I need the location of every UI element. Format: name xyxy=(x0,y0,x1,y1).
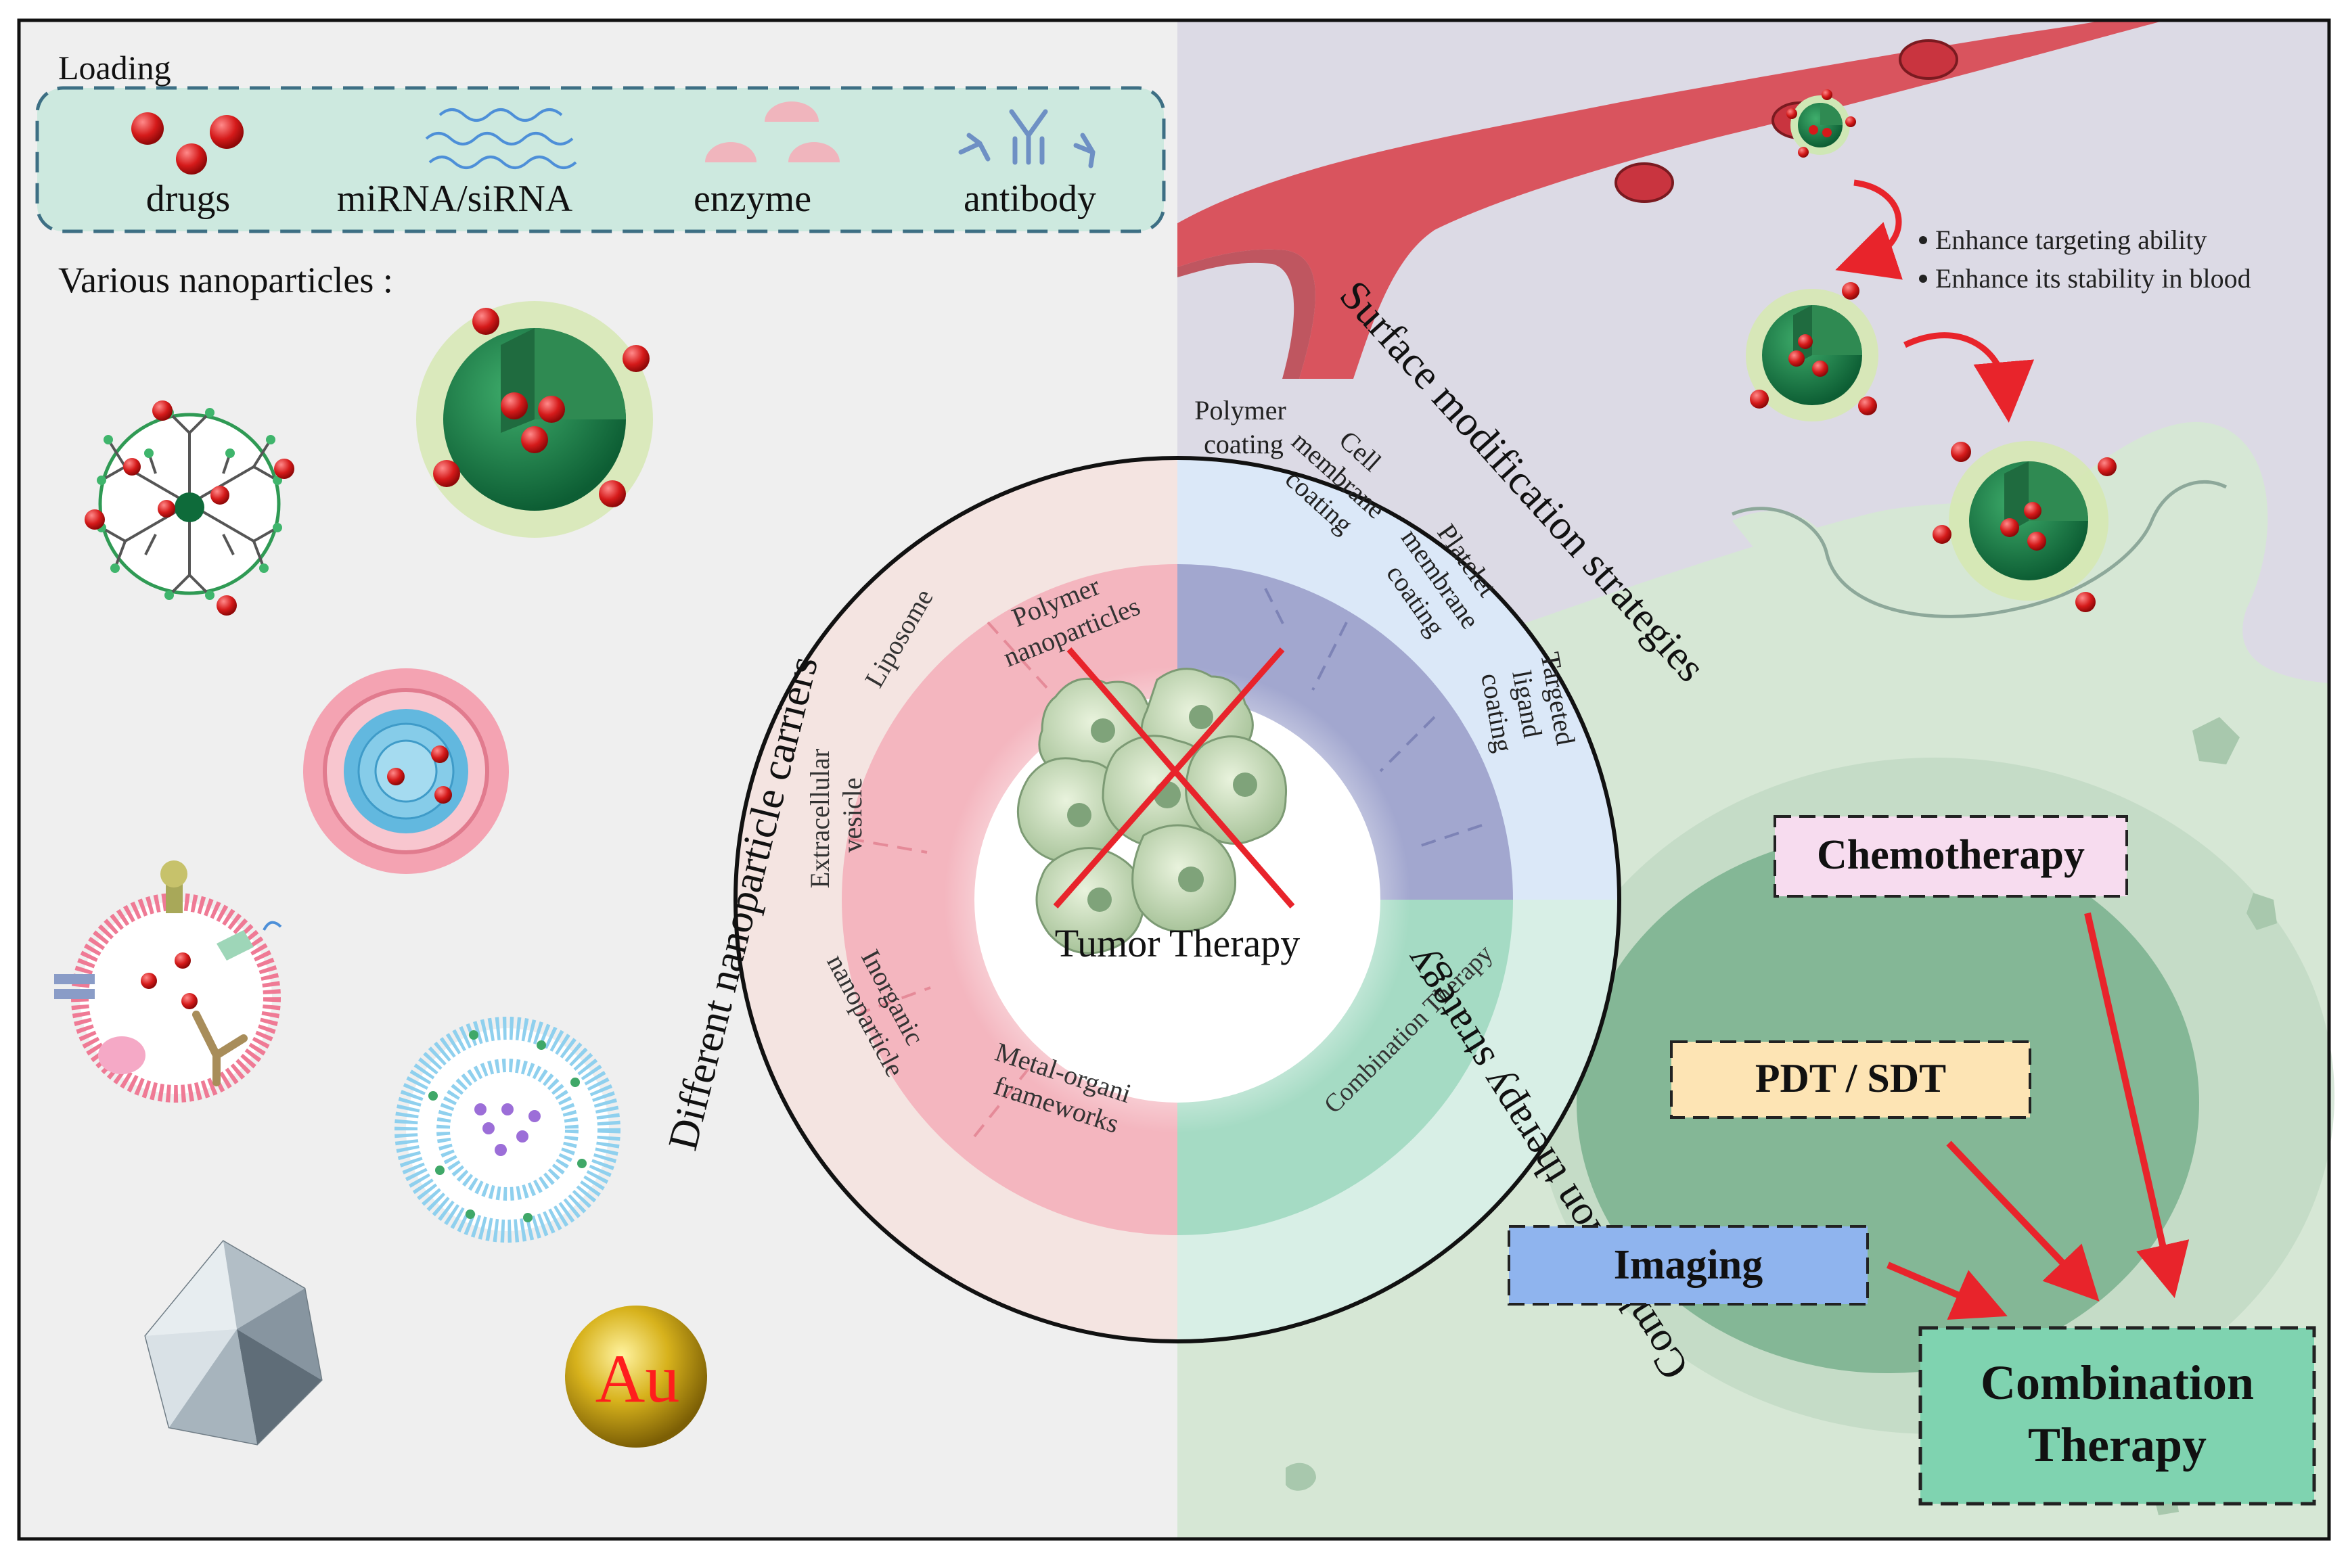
organelle xyxy=(2247,893,2277,930)
red-blood-cell xyxy=(1615,162,1674,203)
dendrimer-nanoparticle xyxy=(85,400,294,616)
pdt-box xyxy=(1670,1040,2031,1119)
arrow-icon xyxy=(1887,1262,2008,1320)
tissue-outline xyxy=(1732,480,2228,618)
tumor-cells-icon xyxy=(1016,668,1288,954)
gold-nanoparticle xyxy=(565,1306,707,1448)
organelle xyxy=(1286,1462,1316,1491)
chemotherapy-label: Chemotherapy xyxy=(1817,832,2085,878)
rna-wave-icon xyxy=(425,108,577,169)
chemotherapy-box xyxy=(1774,815,2128,898)
arrow-icon xyxy=(2084,912,2190,1299)
arrow-icon xyxy=(1903,332,2035,423)
gold-symbol: Au xyxy=(595,1341,680,1417)
combination-therapy-label-line2: Therapy xyxy=(2028,1418,2207,1472)
loading-label-drugs: drugs xyxy=(146,178,230,220)
surface-polymer-label: Polymer coating xyxy=(1194,395,1293,459)
targeting-nanoparticle xyxy=(1933,441,2117,612)
micelle-nanoparticle xyxy=(394,1017,620,1243)
note-targeting: Enhance targeting ability xyxy=(1935,225,2207,255)
polymer-nanoparticle xyxy=(416,301,653,538)
pdt-label: PDT / SDT xyxy=(1755,1056,1946,1101)
imaging-label: Imaging xyxy=(1614,1242,1763,1288)
nanoparticles-title: Various nanoparticles : xyxy=(58,260,393,300)
circulating-nanoparticle xyxy=(1746,282,1878,421)
cross-icon xyxy=(1053,647,1285,908)
loading-label-enzyme: enzyme xyxy=(694,178,811,220)
organelle xyxy=(2192,717,2240,764)
extracellular-vesicle xyxy=(54,860,282,1103)
figure-frame xyxy=(17,18,2331,1541)
bullet-icon xyxy=(1919,236,1927,244)
antibody-icon xyxy=(958,109,1096,168)
blood-vessel xyxy=(1177,20,2165,379)
carrier-vesicle-label: Extracellular vesicle xyxy=(805,742,867,889)
wheel-outline xyxy=(733,456,1621,1343)
surface-cell-label: Cell membrane coating xyxy=(1264,401,1418,553)
loading-panel xyxy=(35,86,1166,233)
liposome-nanoparticle xyxy=(303,668,509,874)
imaging-box xyxy=(1508,1225,1869,1306)
arrow-icon xyxy=(1946,1140,2100,1301)
center-label: Tumor Therapy xyxy=(1055,921,1301,965)
loading-title: Loading xyxy=(58,49,171,87)
tissue-bump xyxy=(1732,511,1827,564)
drug-dots-icon xyxy=(131,112,244,175)
combination-therapy-box xyxy=(1918,1326,2316,1506)
arrow-icon xyxy=(1835,179,1903,280)
therapy-wheel: Tumor Therapy Polymer nanoparticles Lipo… xyxy=(660,272,1714,1387)
vessel-shade xyxy=(1177,249,1315,379)
vessel-nanoparticle-small xyxy=(1786,89,1856,158)
inorganic-nanoparticle xyxy=(144,1240,323,1446)
cross-icon xyxy=(1066,647,1295,908)
vessel-notes: Enhance targeting ability Enhance its st… xyxy=(1919,225,2251,294)
loading-label-antibody: antibody xyxy=(964,178,1096,220)
note-stability: Enhance its stability in blood xyxy=(1935,263,2251,294)
bullet-icon xyxy=(1919,275,1927,283)
enzyme-icon xyxy=(705,101,840,162)
red-blood-cell xyxy=(1899,39,1958,80)
combination-therapy-label-line1: Combination xyxy=(1981,1356,2254,1410)
loading-label-mirna: miRNA/siRNA xyxy=(337,178,573,220)
